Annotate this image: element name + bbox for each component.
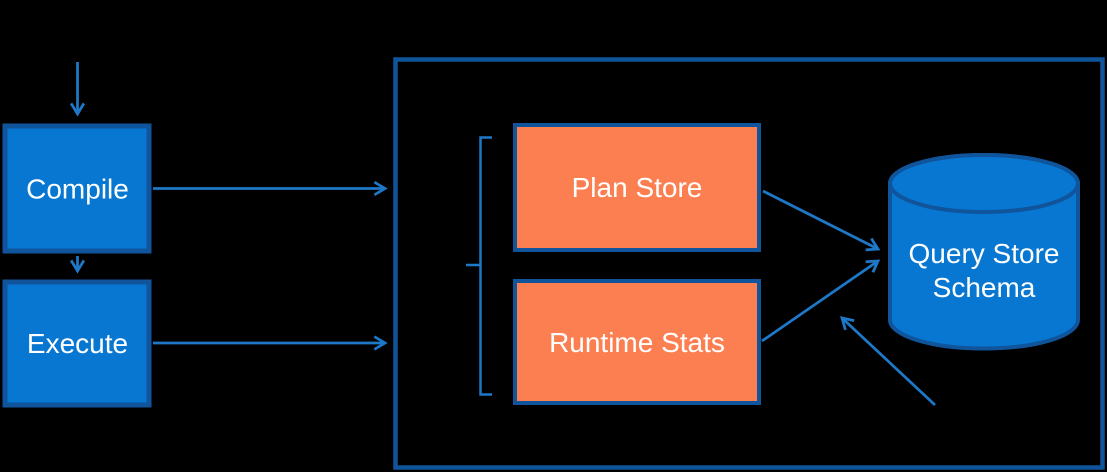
query-store-schema-label-line2: Schema — [933, 272, 1036, 303]
runtime-stats-box — [513, 279, 761, 405]
database-cylinder-lid — [888, 153, 1080, 214]
execute-box — [2, 279, 152, 408]
runtime-stats-node: Runtime Stats — [513, 279, 761, 405]
runtime-stats-label: Runtime Stats — [549, 327, 725, 358]
flow-arrow-bottom-right-to-schema — [840, 316, 936, 407]
query-store-schema-node: Query Store Schema — [888, 153, 1080, 351]
execute-label: Execute — [27, 328, 128, 359]
compile-label: Compile — [26, 174, 129, 205]
query-store-schema-label-line1: Query Store — [909, 238, 1060, 269]
grouping-bracket — [466, 136, 492, 396]
plan-store-label: Plan Store — [572, 172, 703, 203]
compile-box — [2, 123, 152, 254]
plan-store-node: Plan Store — [513, 123, 761, 252]
flow-arrow-runtime-stats-to-schema — [761, 259, 881, 343]
flow-arrow-plan-store-to-schema — [762, 189, 881, 252]
compile-node: Compile — [2, 123, 152, 254]
query-store-container-box — [393, 57, 1105, 470]
plan-store-box — [513, 123, 761, 252]
execute-node: Execute — [2, 279, 152, 408]
